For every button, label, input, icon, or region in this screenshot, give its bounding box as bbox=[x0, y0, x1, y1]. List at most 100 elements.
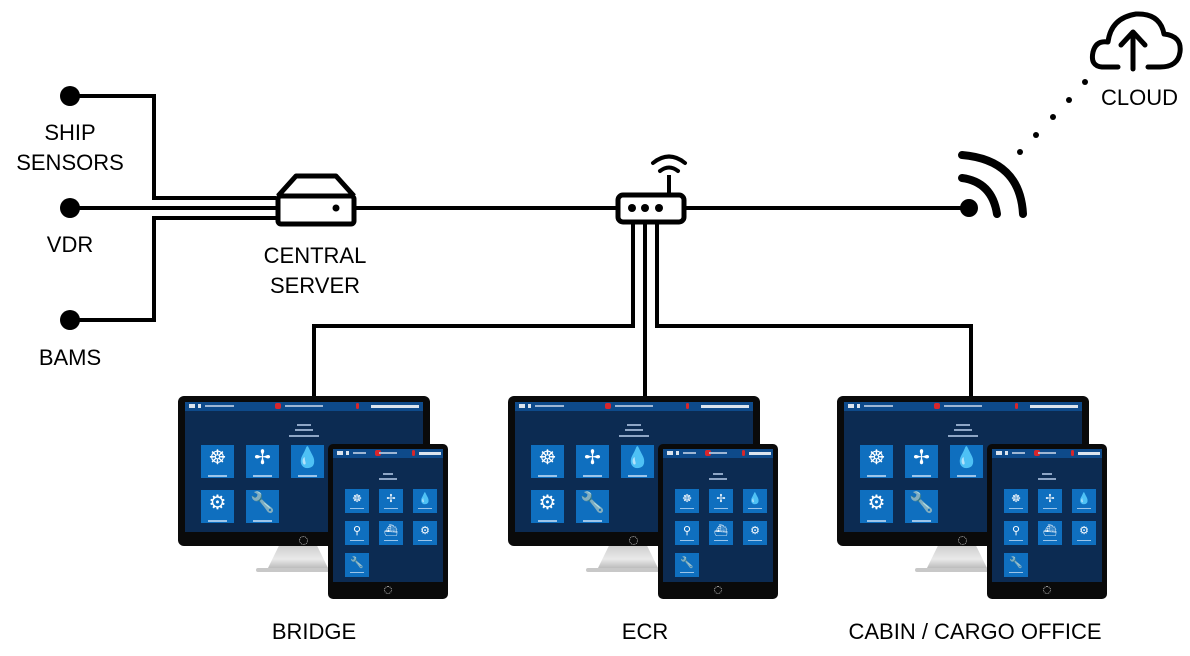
header-line bbox=[956, 424, 970, 426]
tile-caption bbox=[1042, 540, 1058, 541]
notification-icon[interactable] bbox=[686, 403, 689, 409]
alarm-icon[interactable] bbox=[375, 450, 381, 456]
app-tile[interactable]: ⚙ bbox=[531, 490, 564, 523]
app-name-text bbox=[683, 452, 696, 454]
window-controls[interactable] bbox=[419, 452, 441, 455]
alarm-icon[interactable] bbox=[1034, 450, 1040, 456]
app-tile[interactable]: ✢ bbox=[1038, 489, 1062, 513]
ship-wheel-icon: ☸ bbox=[352, 493, 362, 505]
monitor-power-button[interactable] bbox=[958, 536, 967, 545]
tile-caption bbox=[747, 508, 763, 509]
app-tile[interactable]: ⚙ bbox=[1072, 521, 1096, 545]
vessel-info-text bbox=[1038, 452, 1056, 454]
tile-caption bbox=[911, 519, 932, 522]
app-titlebar bbox=[333, 449, 443, 458]
central-server-label-line-2: SERVER bbox=[269, 273, 361, 298]
app-tile[interactable]: ⛴ bbox=[1038, 521, 1062, 545]
alarm-icon[interactable] bbox=[275, 403, 281, 409]
menu-icon[interactable] bbox=[667, 451, 673, 455]
app-tile[interactable]: 💧 bbox=[291, 445, 324, 478]
app-tile[interactable]: ⚙ bbox=[860, 490, 893, 523]
alarm-icon[interactable] bbox=[934, 403, 940, 409]
window-controls[interactable] bbox=[1030, 405, 1078, 408]
app-tile[interactable]: ⚙ bbox=[201, 490, 234, 523]
notification-icon[interactable] bbox=[1071, 450, 1074, 456]
app-tile[interactable]: ☸ bbox=[201, 445, 234, 478]
window-controls[interactable] bbox=[1078, 452, 1100, 455]
menu-icon[interactable] bbox=[996, 451, 1002, 455]
menu-icon[interactable] bbox=[519, 404, 525, 408]
notification-icon[interactable] bbox=[1015, 403, 1018, 409]
app-tile[interactable]: ✢ bbox=[246, 445, 279, 478]
notification-icon[interactable] bbox=[412, 450, 415, 456]
app-tile[interactable]: 💧 bbox=[950, 445, 983, 478]
app-tile[interactable]: 🔧 bbox=[345, 553, 369, 577]
app-tile[interactable]: ☸ bbox=[345, 489, 369, 513]
header-line bbox=[627, 424, 641, 426]
app-tile[interactable]: ✢ bbox=[576, 445, 609, 478]
user-settings-icon: ⚙ bbox=[420, 525, 430, 537]
app-tile[interactable]: ✢ bbox=[379, 489, 403, 513]
wifi-router-icon bbox=[615, 154, 687, 225]
app-tile[interactable]: ⛴ bbox=[709, 521, 733, 545]
alarm-icon[interactable] bbox=[705, 450, 711, 456]
water-drop-icon: 💧 bbox=[418, 493, 432, 505]
home-icon[interactable] bbox=[857, 404, 860, 408]
tablet-device: ☸ ✢ 💧 ⚲ ⛴ ⚙ 🔧 bbox=[658, 444, 778, 599]
app-tile[interactable]: 🔧 bbox=[246, 490, 279, 523]
home-icon[interactable] bbox=[198, 404, 201, 408]
app-tile[interactable]: 🔧 bbox=[1004, 553, 1028, 577]
fan-icon: ✢ bbox=[386, 493, 396, 505]
app-tile[interactable]: 🔧 bbox=[576, 490, 609, 523]
app-tile[interactable]: ⚙ bbox=[413, 521, 437, 545]
app-tile[interactable]: 🔧 bbox=[905, 490, 938, 523]
tablet-home-button[interactable] bbox=[714, 586, 722, 594]
tile-caption bbox=[582, 474, 603, 477]
app-tile[interactable]: 🔧 bbox=[675, 553, 699, 577]
fan-icon: ✢ bbox=[716, 493, 726, 505]
app-tile[interactable]: ☸ bbox=[1004, 489, 1028, 513]
window-controls[interactable] bbox=[701, 405, 749, 408]
header-line bbox=[379, 478, 397, 480]
wrench-icon: 🔧 bbox=[250, 491, 275, 514]
home-icon[interactable] bbox=[1005, 451, 1008, 455]
tablet-screen: ☸ ✢ 💧 ⚲ ⛴ ⚙ 🔧 bbox=[333, 449, 443, 582]
notification-icon[interactable] bbox=[742, 450, 745, 456]
app-tile[interactable]: 💧 bbox=[621, 445, 654, 478]
menu-icon[interactable] bbox=[337, 451, 343, 455]
app-tile[interactable]: ✢ bbox=[709, 489, 733, 513]
home-icon[interactable] bbox=[346, 451, 349, 455]
header-line bbox=[1038, 478, 1056, 480]
app-tile[interactable]: ☸ bbox=[675, 489, 699, 513]
tile-caption bbox=[417, 508, 433, 509]
app-tile[interactable]: ⚲ bbox=[675, 521, 699, 545]
fan-icon: ✢ bbox=[584, 446, 601, 469]
monitor-stand-base bbox=[256, 568, 346, 572]
notification-icon[interactable] bbox=[356, 403, 359, 409]
ship-wheel-icon: ☸ bbox=[867, 446, 886, 469]
tablet-home-button[interactable] bbox=[1043, 586, 1051, 594]
app-tile[interactable]: ⚲ bbox=[1004, 521, 1028, 545]
app-tile[interactable]: ☸ bbox=[860, 445, 893, 478]
app-tile[interactable]: ⚲ bbox=[345, 521, 369, 545]
app-tile[interactable]: ⚙ bbox=[743, 521, 767, 545]
tile-caption bbox=[537, 519, 558, 522]
app-tile[interactable]: ☸ bbox=[531, 445, 564, 478]
menu-icon[interactable] bbox=[848, 404, 854, 408]
home-icon[interactable] bbox=[528, 404, 531, 408]
app-tile[interactable]: 💧 bbox=[1072, 489, 1096, 513]
app-tile[interactable]: ⛴ bbox=[379, 521, 403, 545]
app-tile[interactable]: 💧 bbox=[413, 489, 437, 513]
bridge-label: BRIDGE bbox=[271, 619, 357, 644]
home-icon[interactable] bbox=[676, 451, 679, 455]
tile-caption bbox=[582, 519, 603, 522]
alarm-icon[interactable] bbox=[605, 403, 611, 409]
menu-icon[interactable] bbox=[189, 404, 195, 408]
monitor-power-button[interactable] bbox=[299, 536, 308, 545]
app-tile[interactable]: 💧 bbox=[743, 489, 767, 513]
window-controls[interactable] bbox=[749, 452, 771, 455]
app-tile[interactable]: ✢ bbox=[905, 445, 938, 478]
tablet-home-button[interactable] bbox=[384, 586, 392, 594]
monitor-power-button[interactable] bbox=[629, 536, 638, 545]
window-controls[interactable] bbox=[371, 405, 419, 408]
